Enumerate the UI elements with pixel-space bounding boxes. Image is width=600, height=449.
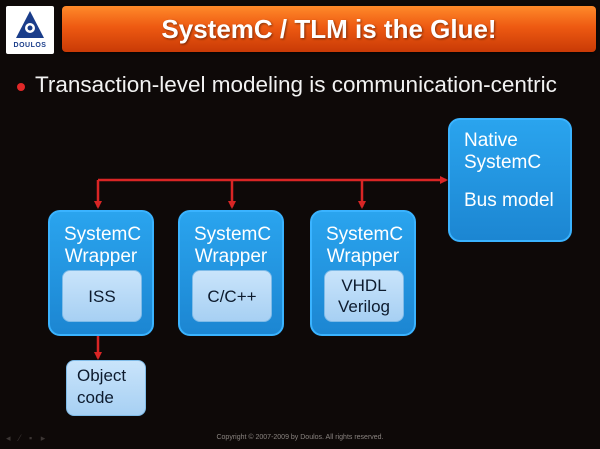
systemc-wrapper-hdl: SystemC Wrapper VHDL Verilog — [310, 210, 416, 336]
slide-title: SystemC / TLM is the Glue! — [161, 14, 497, 44]
native-systemc-bus-model: Native SystemC Bus model — [448, 118, 572, 242]
slide-nav-controls[interactable]: ◂ ⁄ ▪ ▸ — [6, 433, 49, 443]
systemc-wrapper-iss: SystemC Wrapper ISS — [48, 210, 154, 336]
wrapper-title: SystemC Wrapper — [194, 224, 272, 267]
bus-model-title: Native SystemC — [464, 130, 542, 173]
iss-box: ISS — [62, 270, 142, 322]
wrapper-title: SystemC Wrapper — [64, 224, 142, 267]
object-code-box: Object code — [66, 360, 146, 416]
doulos-logo-icon — [16, 11, 44, 38]
c-cpp-box: C/C++ — [192, 270, 272, 322]
systemc-wrapper-c: SystemC Wrapper C/C++ — [178, 210, 284, 336]
bullet-text: Transaction-level modeling is communicat… — [35, 72, 557, 97]
wrapper-title: SystemC Wrapper — [326, 224, 404, 267]
slide-header: DOULOS SystemC / TLM is the Glue! — [0, 0, 600, 58]
bus-line — [94, 176, 448, 360]
logo-text: DOULOS — [13, 42, 47, 49]
bullet-icon — [17, 83, 25, 91]
bus-model-subtitle: Bus model — [464, 190, 554, 211]
title-bar: SystemC / TLM is the Glue! — [62, 6, 596, 52]
copyright-text: Copyright © 2007-2009 by Doulos. All rig… — [216, 434, 384, 441]
vhdl-verilog-box: VHDL Verilog — [324, 270, 404, 322]
doulos-logo: DOULOS — [6, 6, 54, 54]
